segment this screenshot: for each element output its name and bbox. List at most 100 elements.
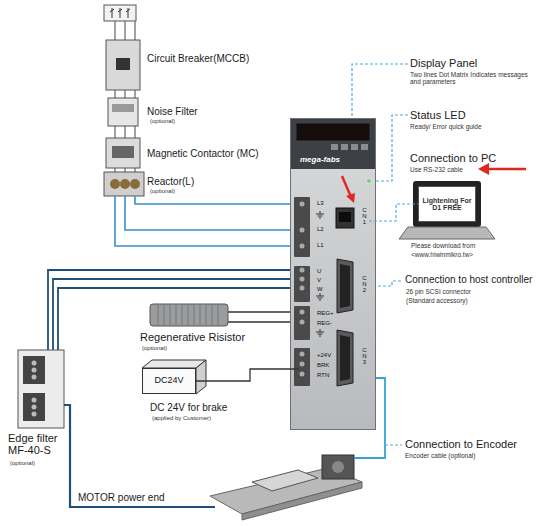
ground-symbol (316, 293, 324, 300)
part-label: Magnetic Contactor (MC) (147, 148, 259, 159)
rj45-socket (339, 212, 351, 222)
leader-line (385, 444, 402, 445)
pc-port: CN1 (335, 206, 369, 236)
terminal-screw (300, 286, 305, 291)
terminal-screw (32, 405, 37, 410)
pc-cable (369, 204, 418, 221)
note-text: <www.hiwinmikro.tw> (411, 251, 473, 258)
note-text: (applied by Customer) (152, 415, 211, 422)
terminal-name: L1 (317, 242, 324, 248)
part-label: Display Panel (410, 57, 477, 69)
supply-box-side (196, 360, 206, 394)
part-label: Noise Filter (147, 106, 198, 117)
terminal-name: RTN (317, 372, 329, 378)
reactor-body (104, 172, 144, 196)
port-name: CN3 (361, 347, 367, 365)
contactor-body (106, 138, 140, 168)
terminal-screw (300, 228, 305, 233)
port-name: CN2 (361, 275, 367, 293)
part-label: Reactor(L) (147, 176, 194, 187)
contactor-face (112, 146, 134, 158)
leader-line (352, 64, 408, 121)
port-name: CN1 (361, 207, 367, 225)
resistor-symbol (150, 304, 228, 326)
key-button (351, 144, 358, 150)
key-button (341, 144, 348, 150)
note-text: (optional) (150, 118, 175, 125)
key-button (361, 144, 368, 150)
motor-shaft (332, 461, 344, 473)
motor-block (322, 455, 354, 479)
note-text: (optional) (142, 345, 167, 352)
terminal-plug (294, 266, 310, 302)
db-connector (337, 330, 353, 386)
noise-filter (108, 98, 138, 126)
motor-stage-side (242, 482, 362, 520)
terminal-screw (300, 352, 305, 357)
part-label: Connection to PC (410, 152, 496, 164)
part-label: Circuit Breaker(MCCB) (147, 53, 249, 64)
db-connector (337, 259, 353, 313)
motor-wire (64, 405, 215, 507)
reactor-coil (110, 179, 120, 189)
host-port: CN2 (335, 257, 369, 317)
reactor-coil (120, 179, 130, 189)
red-arrow (342, 176, 351, 197)
part-label: Regenerative Risistor (140, 331, 245, 343)
key-button (331, 144, 338, 150)
terminal-name: REG+ (317, 310, 334, 316)
part-label: Status LED (410, 109, 466, 121)
red-arrow-head (478, 163, 489, 175)
rj45-port (336, 208, 354, 228)
resistor-fins (158, 305, 218, 325)
terminal-screw (300, 244, 305, 249)
terminal-plug (294, 348, 310, 386)
brake-terminal: +24V BRK RTN (299, 349, 335, 389)
ground-symbol (316, 329, 324, 336)
breaker-body (106, 40, 140, 90)
ground-symbol (316, 211, 324, 218)
terminal-name: +24V (317, 352, 331, 358)
terminal-screw (300, 320, 305, 325)
terminal-screw (300, 310, 305, 315)
part-label: Edge filter MF-40-S (8, 432, 70, 456)
laptop-screen: Lightening For D1 FREE (418, 186, 476, 222)
breaker-symbol-lines (110, 8, 130, 18)
terminal-screw (300, 277, 305, 282)
terminal-name: REG- (317, 320, 332, 326)
note-text: Encoder cable (optional) (405, 452, 475, 459)
terminal-name: L3 (317, 200, 324, 206)
motor-terminal: UVW (299, 267, 333, 305)
display-screen (297, 124, 369, 140)
terminal-screw (300, 362, 305, 367)
terminal-screw (300, 372, 305, 377)
terminal-screw (32, 368, 37, 373)
filter-terminal (23, 393, 45, 421)
terminal-screw (32, 375, 37, 380)
part-label: Connection to host controller (405, 274, 532, 285)
part-label: Connection to Encoder (405, 438, 517, 450)
filter-terminal (112, 104, 134, 112)
supply-text: DC24V (153, 375, 184, 386)
brake-wire (196, 369, 299, 381)
db-socket (340, 264, 350, 308)
breaker-handle (116, 58, 130, 70)
red-arrow-head (346, 193, 355, 203)
part-label: MOTOR power end (78, 492, 165, 503)
note-text: Two lines Dot Matrix Indicates messages … (410, 71, 530, 85)
note-text: Use RS-232 cable (410, 166, 463, 173)
filter-terminal (23, 356, 45, 384)
laptop-lid (413, 181, 481, 227)
terminal-name: BRK (317, 362, 329, 368)
terminal-name: U (317, 268, 321, 274)
encoder-port: CN3 (335, 327, 369, 389)
status-led (367, 179, 372, 184)
note-text: (optional) (150, 188, 175, 195)
terminal-name: W (317, 286, 323, 292)
terminal-name: L2 (317, 226, 324, 232)
terminal-plug (294, 306, 310, 340)
terminal-plug (294, 197, 310, 257)
db-socket (340, 335, 350, 381)
